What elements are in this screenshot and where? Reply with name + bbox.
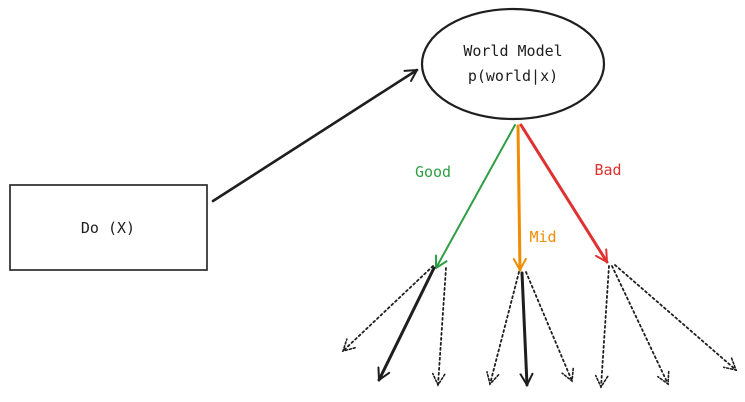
good-sub-branches — [341, 265, 447, 387]
bad-sub-branch-dotted — [614, 264, 738, 372]
mid-sub-branches — [486, 271, 575, 387]
action-to-world-model-arrow — [211, 68, 419, 203]
world-model-node: World Model p(world|x) — [420, 7, 606, 121]
world-model-ellipse — [420, 7, 606, 121]
action-label: Do (X) — [81, 219, 135, 237]
world-model-formula: p(world|x) — [468, 67, 558, 85]
bad-sub-branch-dotted — [594, 265, 610, 389]
good-sub-branch-dotted — [431, 267, 447, 387]
mid-label: Mid — [529, 228, 556, 246]
mid-sub-branch-dotted — [525, 271, 575, 383]
bad-sub-branches — [594, 264, 738, 389]
world-model-title: World Model — [463, 42, 562, 60]
bad-label: Bad — [594, 161, 621, 179]
bad-sub-branch-dotted — [611, 265, 670, 386]
good-sub-branch-dotted — [341, 265, 434, 353]
good-label: Good — [415, 163, 451, 181]
bad-outcome-arrow — [519, 123, 609, 264]
good-outcome-arrow — [435, 124, 516, 269]
action-box — [9, 184, 208, 271]
action-node: Do (X) — [9, 184, 208, 271]
mid-sub-branch-solid — [519, 271, 534, 387]
good-sub-branch-solid — [377, 266, 436, 382]
mid-outcome-arrow — [512, 124, 527, 272]
mid-sub-branch-dotted — [486, 271, 520, 386]
